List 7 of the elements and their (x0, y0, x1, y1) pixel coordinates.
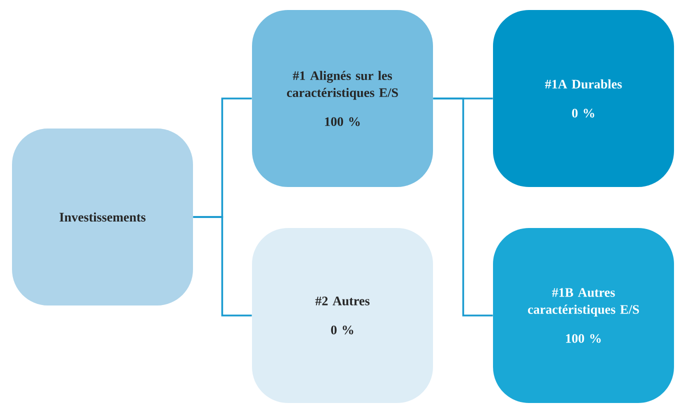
rounded-box: Investissements (12, 128, 193, 306)
connector-line (433, 98, 493, 316)
rounded-box: #1B Autres caractéristiques E/S 100 % (493, 228, 674, 403)
connector-line (193, 216, 252, 316)
rounded-box: #1A Durables 0 % (493, 10, 674, 187)
rounded-box: #2 Autres 0 % (252, 228, 433, 403)
rounded-box: #1 Alignés sur les caractéristiques E/S 100 % (252, 10, 433, 187)
